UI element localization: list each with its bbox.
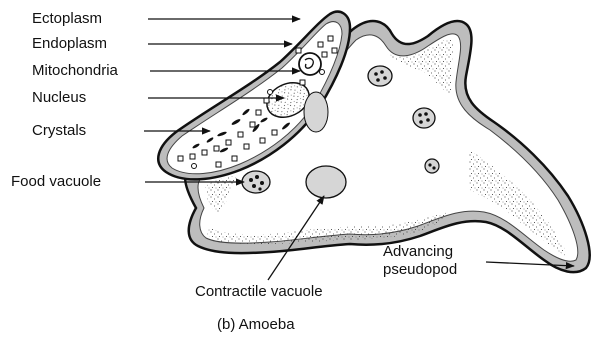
label-crystals: Crystals — [32, 122, 86, 139]
label-advancing: Advancing — [383, 243, 453, 260]
label-nucleus: Nucleus — [32, 89, 86, 106]
vacuole-behind-nucleus — [304, 92, 328, 132]
food-vacuole-top — [368, 66, 392, 86]
food-vacuole-left — [242, 171, 270, 193]
food-vacuole-small — [425, 159, 439, 173]
label-mitochondria: Mitochondria — [32, 62, 118, 79]
food-vacuole-right — [413, 108, 435, 128]
label-contractile-vacuole: Contractile vacuole — [195, 283, 323, 300]
contractile-vacuole-shape — [306, 166, 346, 198]
mitochondria-shape — [299, 53, 321, 75]
label-food-vacuole: Food vacuole — [11, 173, 101, 190]
figure-caption: (b) Amoeba — [217, 316, 295, 333]
label-endoplasm: Endoplasm — [32, 35, 107, 52]
label-pseudopod: pseudopod — [383, 261, 457, 278]
label-ectoplasm: Ectoplasm — [32, 10, 102, 27]
